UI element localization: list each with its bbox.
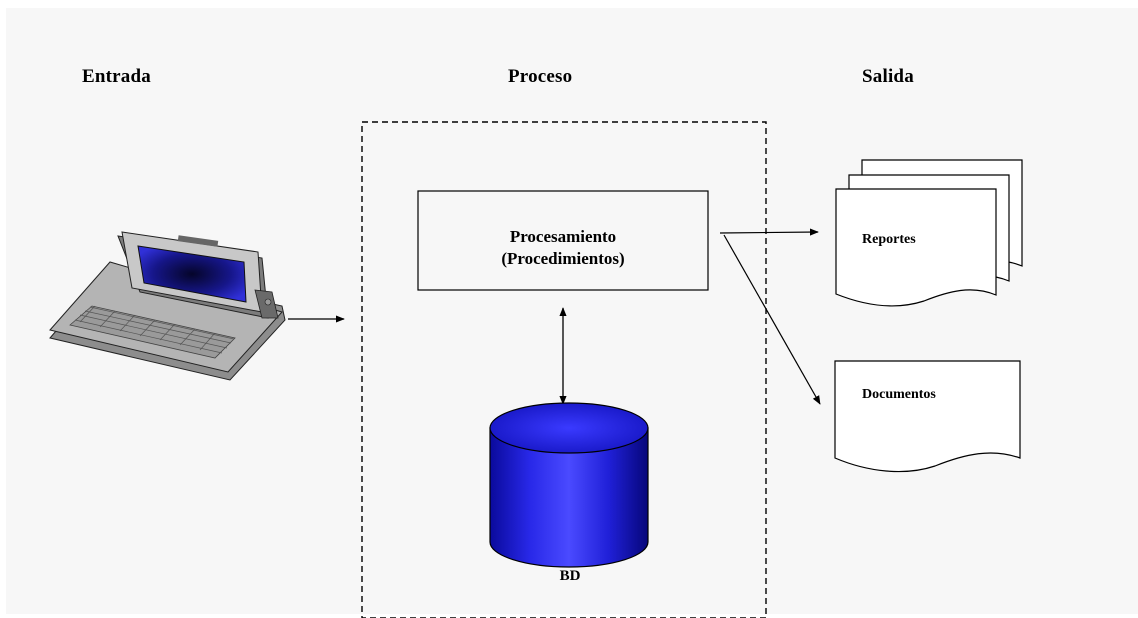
header-output: Salida bbox=[862, 66, 914, 87]
laptop-icon bbox=[49, 231, 286, 381]
documents-label: Documentos bbox=[862, 387, 936, 402]
reports-label: Reportes bbox=[862, 232, 916, 247]
processing-label: Procesamiento (Procedimientos) bbox=[418, 226, 708, 270]
process-boundary bbox=[361, 121, 767, 618]
reports-arrow bbox=[719, 228, 819, 236]
database-label: BD bbox=[559, 568, 581, 584]
processing-box bbox=[417, 190, 709, 291]
header-process: Proceso bbox=[508, 66, 573, 87]
documents-page bbox=[834, 360, 1021, 473]
reports-document-stack bbox=[835, 159, 1023, 307]
documents-arrow bbox=[723, 234, 821, 405]
header-input: Entrada bbox=[82, 66, 151, 87]
processing-label-line2: (Procedimientos) bbox=[501, 249, 625, 268]
processing-label-line1: Procesamiento bbox=[509, 227, 617, 246]
database-icon bbox=[489, 402, 649, 568]
